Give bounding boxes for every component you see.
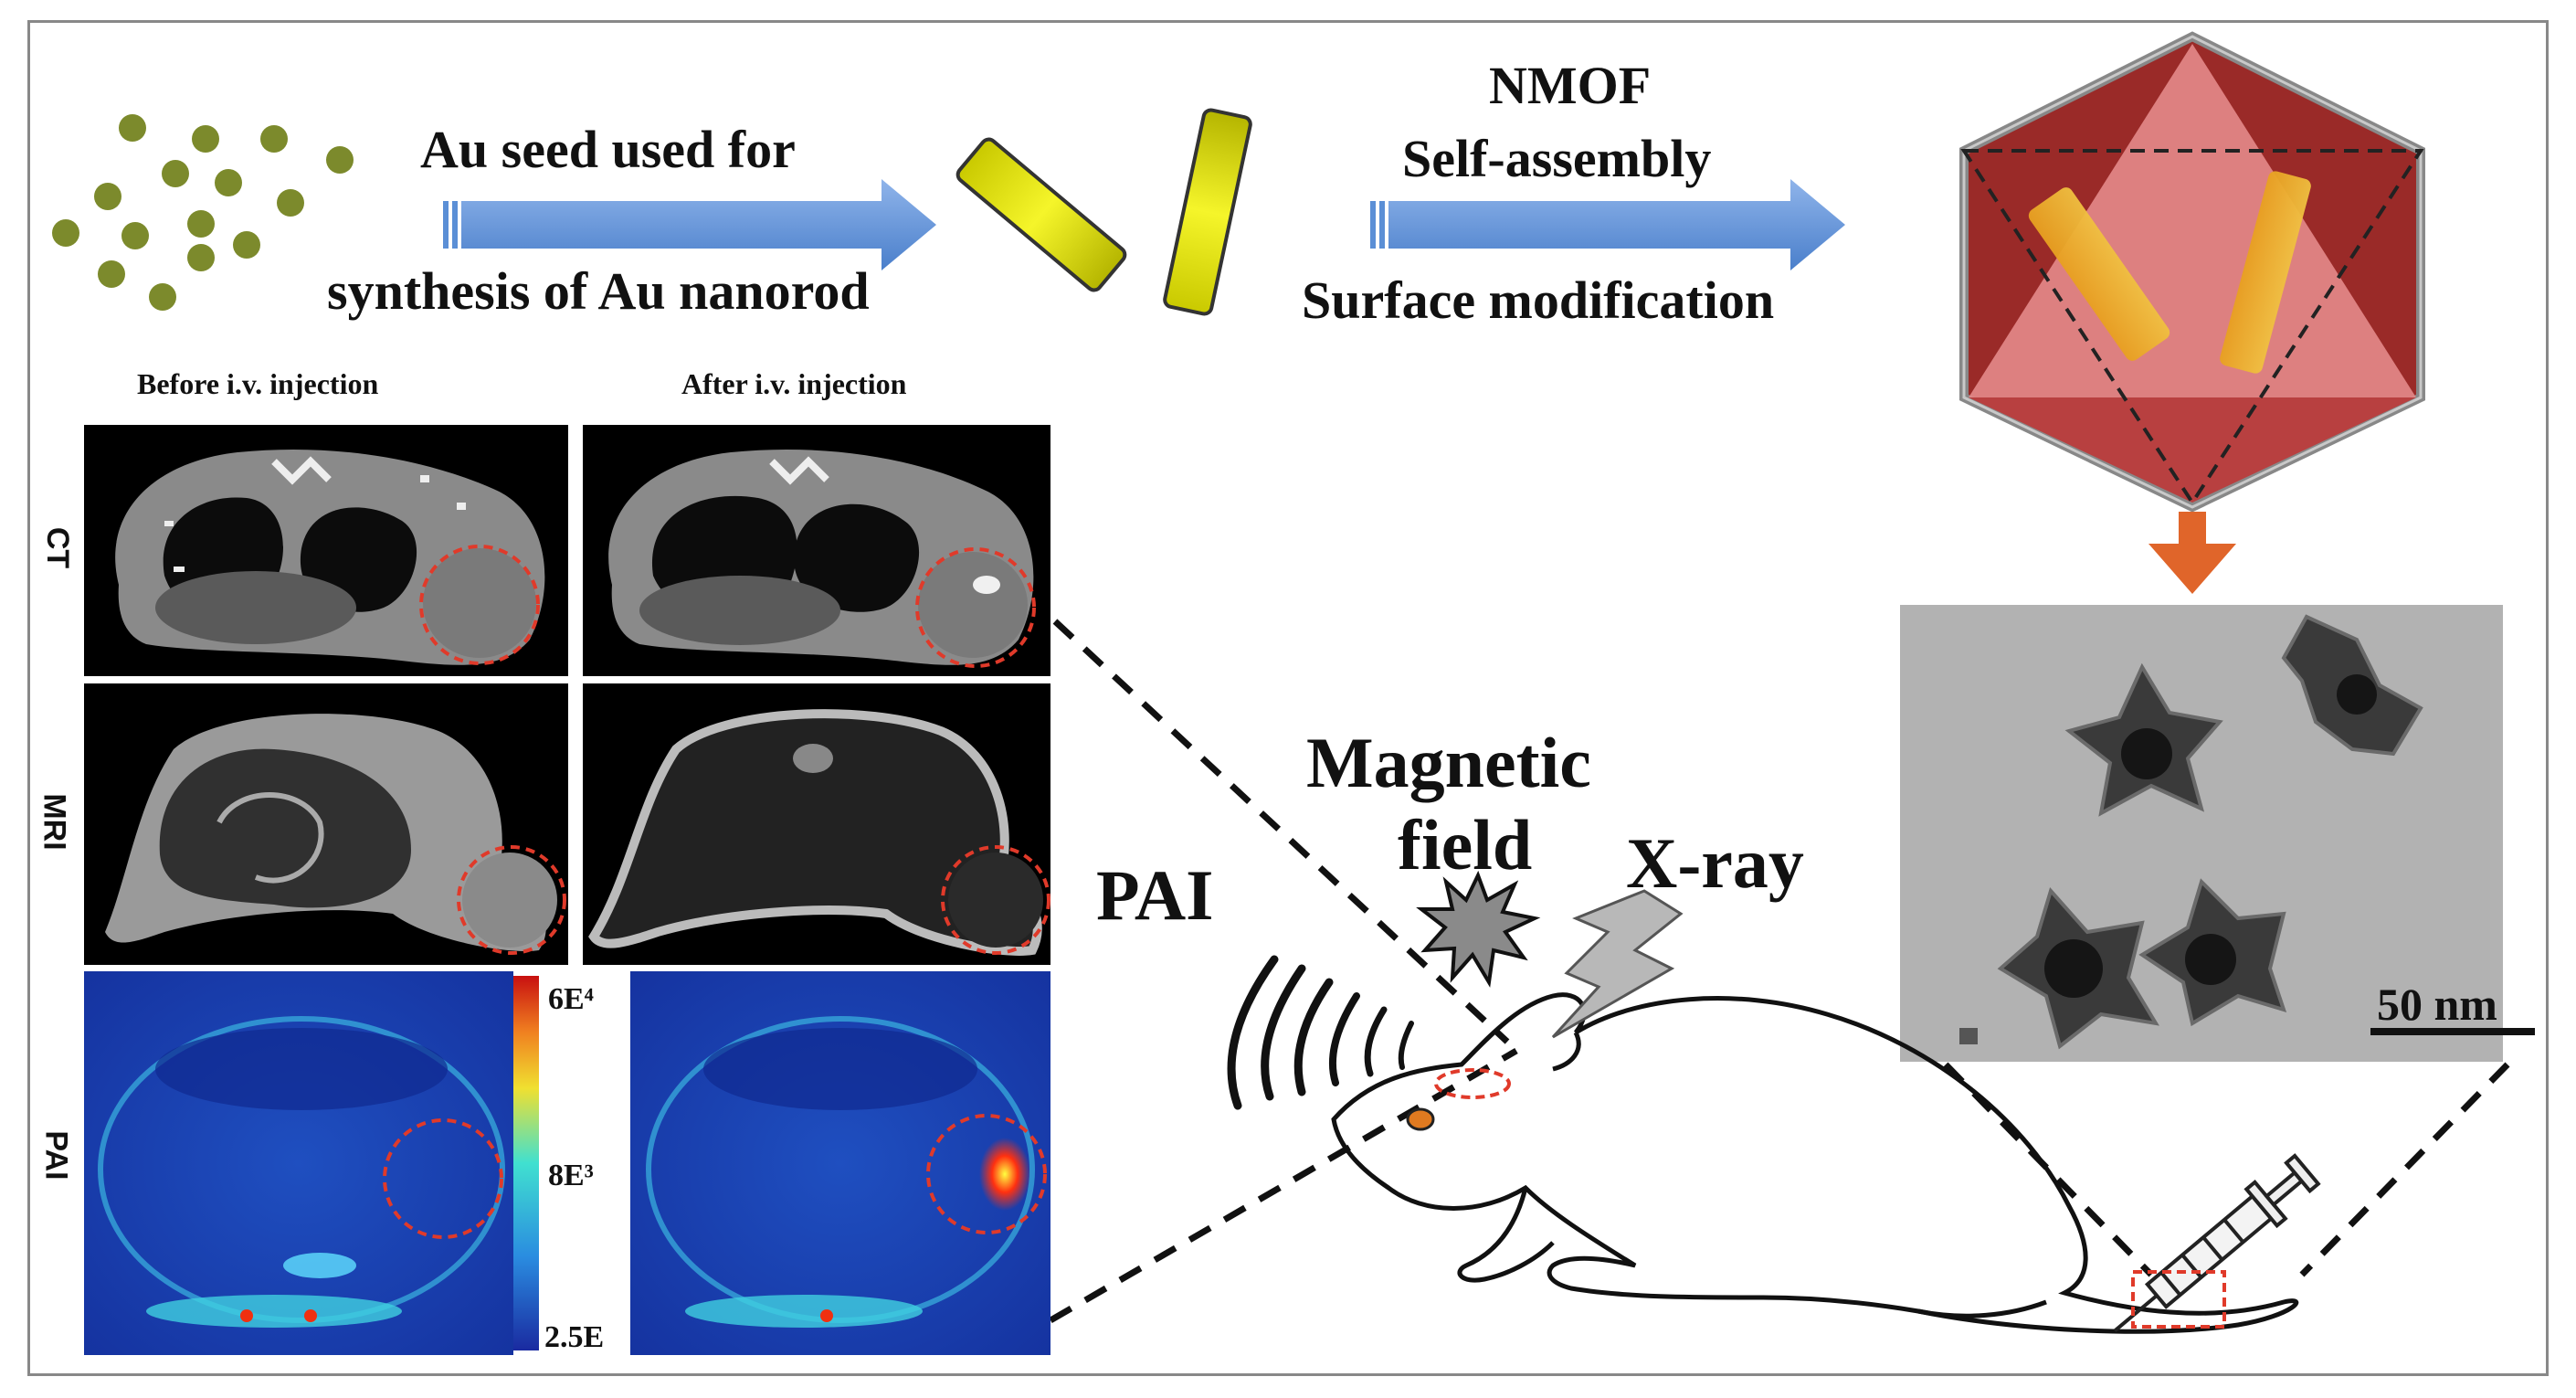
au-seeds bbox=[52, 114, 354, 311]
tumor-site-marker bbox=[1434, 1068, 1511, 1099]
scale-bar-label: 50 nm bbox=[2377, 979, 2497, 1030]
magnetic-field-burst-icon bbox=[1416, 870, 1541, 988]
step2-label-self-assembly: Self-assembly bbox=[1402, 129, 1712, 188]
tem-image bbox=[1900, 605, 2535, 1062]
before-injection-label: Before i.v. injection bbox=[137, 367, 379, 400]
arrow-nanorod-to-nmof bbox=[1370, 179, 1845, 270]
syringe-icon bbox=[2113, 1153, 2321, 1332]
projection-lines bbox=[1049, 619, 2510, 1324]
colorbar-max-label: 6E⁴ bbox=[548, 982, 594, 1016]
mri-after-panel bbox=[583, 683, 1050, 965]
after-injection-label: After i.v. injection bbox=[681, 367, 907, 400]
mouse-illustration bbox=[1331, 992, 2299, 1334]
down-arrow bbox=[2148, 512, 2236, 594]
step1-label-bottom: synthesis of Au nanorod bbox=[327, 261, 870, 321]
mri-before-panel bbox=[84, 683, 568, 965]
magnetic-field-label-line1: Magnetic bbox=[1306, 723, 1591, 802]
pai-waves-icon bbox=[1227, 955, 1414, 1110]
au-nanorods bbox=[955, 108, 1252, 316]
colorbar-mid-label: 8E³ bbox=[548, 1159, 594, 1192]
xray-modality-label: X-ray bbox=[1626, 823, 1804, 903]
magnetic-field-label-line2: field bbox=[1398, 805, 1533, 884]
step2-label-surface-modification: Surface modification bbox=[1302, 270, 1775, 330]
row-label-pai: PAI bbox=[38, 1130, 74, 1181]
pai-after-panel bbox=[630, 971, 1050, 1355]
injection-site-marker bbox=[2131, 1270, 2226, 1329]
nmof-octahedron bbox=[1959, 31, 2425, 513]
scale-bar-line bbox=[2370, 1028, 2535, 1035]
mouse-eye bbox=[1406, 1107, 1435, 1131]
step2-label-nmof: NMOF bbox=[1489, 56, 1652, 115]
ct-after-panel bbox=[583, 425, 1050, 676]
pai-before-panel bbox=[84, 971, 513, 1355]
row-label-ct: CT bbox=[40, 526, 76, 569]
figure-frame bbox=[27, 20, 2549, 1376]
pai-modality-label: PAI bbox=[1096, 855, 1214, 935]
ct-before-panel bbox=[84, 425, 568, 676]
row-label-mri: MRI bbox=[37, 793, 72, 851]
pai-colorbar bbox=[513, 976, 539, 1350]
step1-label-top: Au seed used for bbox=[420, 120, 796, 179]
arrow-seed-to-nanorod bbox=[443, 179, 936, 270]
colorbar-min-label: 2.5E bbox=[544, 1320, 605, 1354]
xray-bolt-icon bbox=[1551, 889, 1684, 1039]
